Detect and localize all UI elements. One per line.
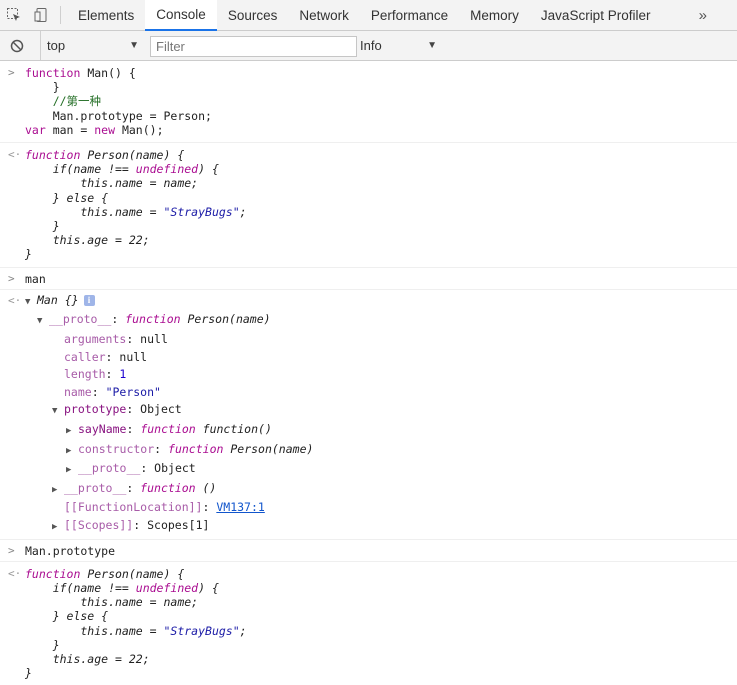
code-line: function Person(name) { bbox=[25, 148, 185, 163]
context-value: top bbox=[47, 38, 66, 53]
tab-console[interactable]: Console bbox=[145, 0, 217, 31]
code-line: } else { bbox=[25, 190, 109, 205]
tab-sources[interactable]: Sources bbox=[227, 7, 278, 23]
filter-input[interactable]: Filter bbox=[150, 36, 357, 57]
tree-node-arguments: arguments: null bbox=[64, 332, 168, 347]
tab-network[interactable]: Network bbox=[299, 7, 349, 23]
code-line: this.name = "StrayBugs"; bbox=[25, 204, 247, 219]
tree-node-sayname[interactable]: ▶sayName: function function() bbox=[25, 421, 737, 441]
code-line: Man.prototype = Person; bbox=[25, 108, 212, 123]
tree-node-length: length: 1 bbox=[64, 367, 127, 382]
prompt-chevron-icon: > bbox=[8, 543, 15, 557]
tree-node-proto[interactable]: ▼__proto__: function Person(name) bbox=[25, 311, 737, 331]
tree-node-constructor[interactable]: ▶constructor: function Person(name) bbox=[25, 441, 737, 461]
code-line: } bbox=[25, 219, 60, 234]
source-link[interactable]: VM137:1 bbox=[216, 500, 265, 515]
code-line: Man.prototype bbox=[25, 543, 116, 558]
console-messages: > function Man() { } //第一种 Man.prototype… bbox=[0, 61, 737, 685]
tab-memory[interactable]: Memory bbox=[470, 7, 519, 23]
tree-node-scopes[interactable]: ▶[[Scopes]]: Scopes[1] bbox=[25, 517, 737, 537]
tab-elements[interactable]: Elements bbox=[78, 7, 135, 23]
code-line: this.age = 22; bbox=[25, 651, 150, 666]
expand-triangle-icon[interactable]: ▶ bbox=[66, 426, 72, 436]
info-icon[interactable]: i bbox=[83, 294, 95, 306]
tree-node-name: name: "Person" bbox=[64, 384, 161, 399]
log-level-value: Info bbox=[360, 38, 382, 53]
tab-javascript-profiler[interactable]: JavaScript Profiler bbox=[540, 7, 651, 23]
tree-node-function-location: [[FunctionLocation]]: VM137:1 bbox=[64, 500, 265, 515]
context-selector[interactable]: top ▼ bbox=[40, 31, 147, 60]
code-line: var man = new Man(); bbox=[25, 122, 164, 137]
code-line: man bbox=[25, 271, 46, 286]
tree-node-fn-proto[interactable]: ▶__proto__: function () bbox=[25, 480, 737, 500]
code-line: this.name = "StrayBugs"; bbox=[25, 623, 247, 638]
code-line: this.age = 22; bbox=[25, 233, 150, 248]
code-line: this.name = name; bbox=[25, 595, 199, 610]
chevron-down-icon: ▼ bbox=[427, 40, 437, 51]
chevron-down-icon: ▼ bbox=[129, 40, 139, 51]
tab-performance[interactable]: Performance bbox=[370, 7, 449, 23]
result-arrow-icon: <· bbox=[8, 566, 22, 580]
console-output-entry[interactable]: <· ▼Man {}i ▼__proto__: function Person(… bbox=[0, 290, 737, 540]
code-comment: //第一种 bbox=[25, 94, 102, 109]
console-output-entry[interactable]: <· function Person(name) { if(name !== u… bbox=[0, 562, 737, 685]
code-line: } bbox=[25, 80, 60, 95]
expand-triangle-icon[interactable]: ▼ bbox=[52, 406, 58, 417]
result-arrow-icon: <· bbox=[8, 148, 22, 162]
expand-triangle-icon[interactable]: ▶ bbox=[66, 465, 72, 476]
prompt-chevron-icon: > bbox=[8, 66, 15, 79]
console-input-entry[interactable]: > function Man() { } //第一种 Man.prototype… bbox=[0, 61, 737, 144]
toolbar-divider bbox=[60, 6, 61, 24]
expand-triangle-icon[interactable]: ▶ bbox=[52, 484, 58, 495]
code-line: } bbox=[25, 666, 32, 681]
code-line: if(name !== undefined) { bbox=[25, 162, 219, 177]
inspect-element-icon[interactable] bbox=[0, 0, 28, 30]
prompt-chevron-icon: > bbox=[8, 271, 15, 285]
code-line: this.name = name; bbox=[25, 176, 199, 191]
device-toggle-icon[interactable] bbox=[28, 0, 56, 30]
object-tree-root[interactable]: ▼Man {}i bbox=[25, 292, 737, 312]
devtools-tabbar: Elements Console Sources Network Perform… bbox=[0, 0, 737, 31]
result-arrow-icon: <· bbox=[8, 293, 22, 307]
expand-triangle-icon[interactable]: ▶ bbox=[66, 445, 72, 456]
clear-console-icon[interactable] bbox=[0, 39, 34, 53]
console-input-entry[interactable]: > man bbox=[0, 268, 737, 290]
code-line: function Person(name) { bbox=[25, 566, 185, 581]
expand-triangle-icon[interactable]: ▼ bbox=[25, 296, 31, 307]
console-toolbar: top ▼ Filter Info ▼ bbox=[0, 31, 737, 61]
tree-node-caller: caller: null bbox=[64, 349, 148, 364]
code-line: } bbox=[25, 247, 32, 262]
log-level-selector[interactable]: Info ▼ bbox=[360, 31, 445, 60]
expand-triangle-icon[interactable]: ▶ bbox=[52, 521, 58, 532]
more-tabs-icon[interactable]: » bbox=[698, 6, 707, 24]
console-output-entry[interactable]: <· function Person(name) { if(name !== u… bbox=[0, 143, 737, 268]
code-line: function Man() { bbox=[25, 66, 136, 80]
tree-node-prototype[interactable]: ▼prototype: Object bbox=[25, 401, 737, 421]
console-input-entry[interactable]: > Man.prototype bbox=[0, 540, 737, 562]
expand-triangle-icon[interactable]: ▼ bbox=[37, 316, 43, 327]
code-line: } bbox=[25, 637, 60, 652]
tree-node-inner-proto[interactable]: ▶__proto__: Object bbox=[25, 460, 737, 480]
code-line: } else { bbox=[25, 609, 109, 624]
code-line: if(name !== undefined) { bbox=[25, 580, 219, 595]
